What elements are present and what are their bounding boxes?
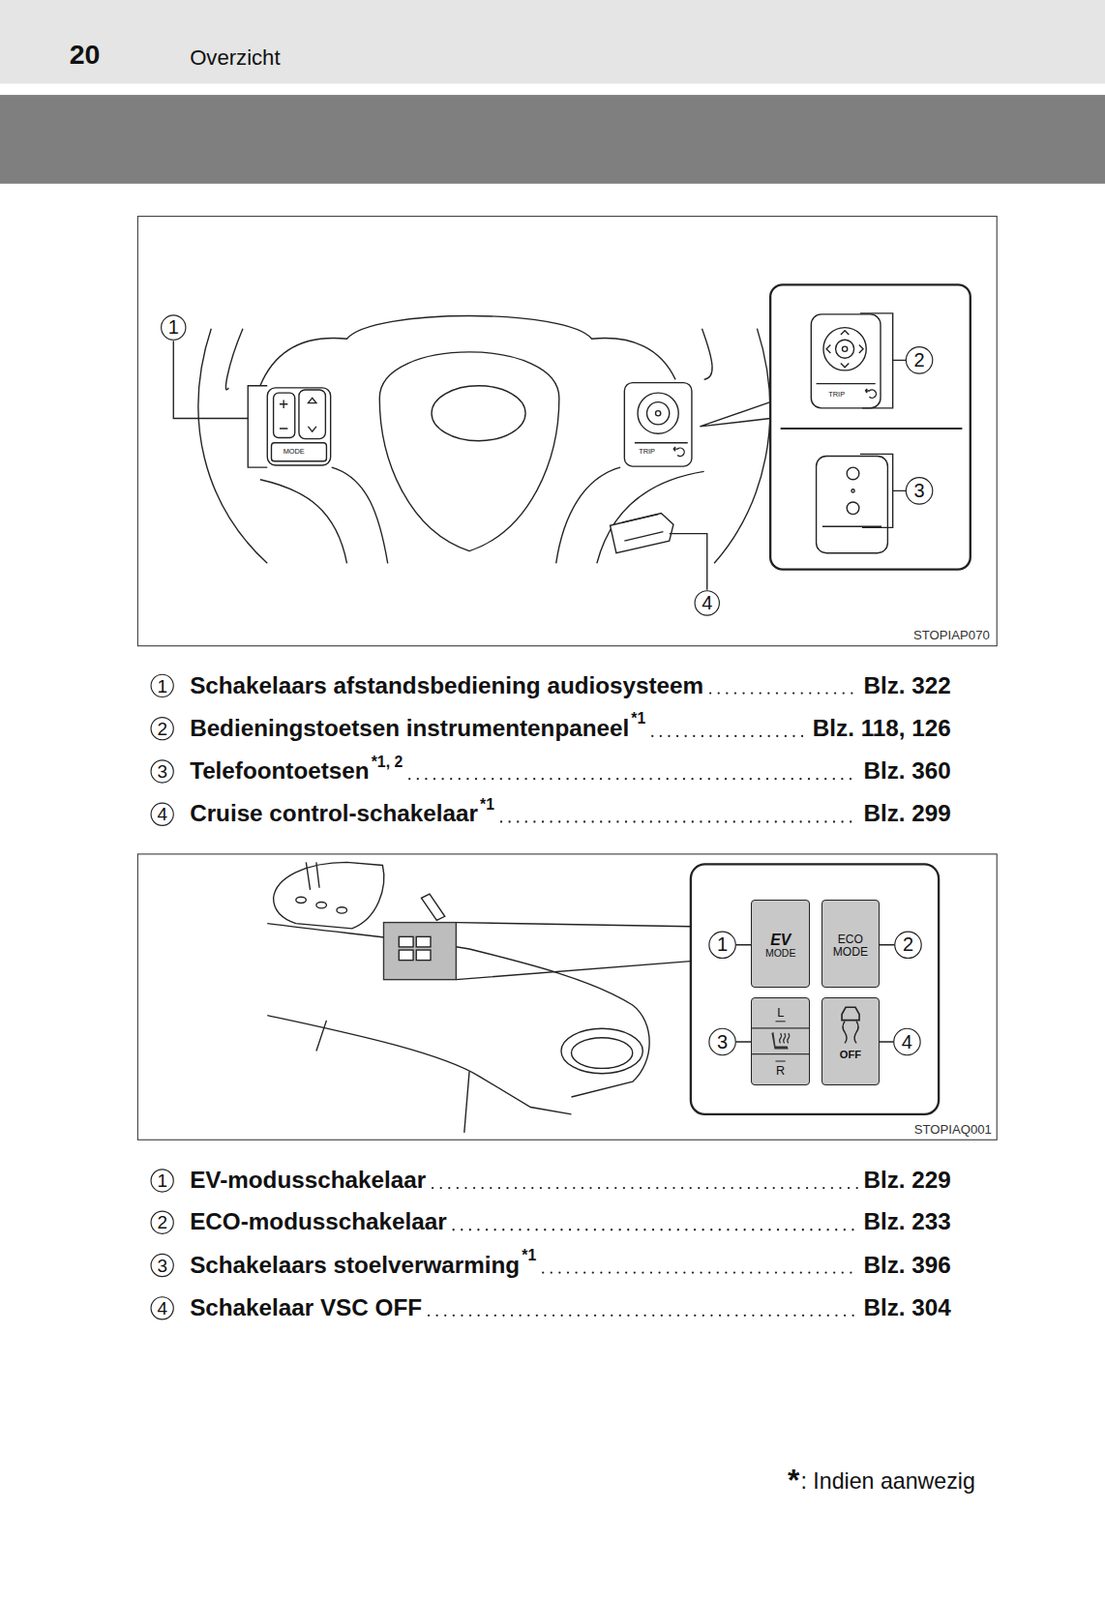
callout-circle [894,1028,921,1055]
vsc-off-icon [822,998,879,1085]
list-item-text: EV-modusschakelaar [189,1168,426,1193]
button-label: TRIP [638,447,656,455]
callout-circle [709,931,736,958]
leader-dots [542,1271,859,1274]
header-bands [0,0,1105,184]
callout-circle [694,591,719,616]
leader-dots [432,1187,859,1190]
console-figure [137,854,997,1140]
callout-number: 4 [156,805,168,824]
button-text: OFF [839,1050,862,1063]
callout-number: 3 [156,762,168,781]
page-reference: Blz. 304 [863,1296,951,1320]
page-reference: Blz. 118, 126 [812,716,952,741]
footnote-reference: *1 [521,1248,537,1264]
callout-circle [905,477,932,505]
callout-circle [150,1211,174,1234]
button: EVMODE [750,899,810,988]
callout-circle [150,1169,174,1193]
callout-circle [905,347,932,374]
list-item-text: Bedieningstoetsen instrumentenpaneel [189,716,629,741]
figure-code: STOPIAQ001 [914,1124,992,1137]
callout-circle [150,1254,174,1277]
callout-number: 3 [156,1255,168,1275]
callout-number: 3 [716,1032,728,1052]
list-item-text: Schakelaar VSC OFF [189,1296,422,1320]
page-number: 20 [69,40,101,68]
button: OFF [821,997,880,1086]
list-item-text: ECO-modusschakelaar [189,1210,448,1234]
callout-number: 3 [914,480,926,501]
list-item-text: Telefoontoetsen [189,759,369,783]
footnote-reference: *1, 2 [371,754,404,771]
figure-code: STOPIAP070 [913,628,990,642]
callout-circle [150,803,174,826]
button-text: ECO MODE [830,934,871,959]
leader-dots [428,1314,859,1317]
callout-number: 4 [901,1032,913,1052]
callout-number: 4 [156,1298,168,1317]
callout-number: 1 [156,676,168,695]
list-item-text: Schakelaars afstandsbediening audiosyste… [189,673,704,697]
callout-circle [150,1297,174,1320]
leader-dots [652,735,808,738]
button: ECO MODE [821,899,880,988]
page-reference: Blz. 322 [863,673,951,697]
list-item-text: Schakelaars stoelverwarming [189,1253,520,1277]
callout-number: 1 [716,934,728,955]
page-reference: Blz. 360 [863,759,951,783]
leader-dots [409,777,859,780]
callout-number: 2 [156,718,168,738]
button-text: L [776,1007,784,1020]
footnote-text: : Indien aanwezig [800,1471,975,1494]
footnote-reference: *1 [630,712,646,728]
list-item-text: Cruise control-schakelaar [189,802,478,826]
button-label: TRIP [828,390,845,398]
callout-circle [161,315,186,340]
callout-circle [150,674,174,697]
callout-number: 2 [156,1213,168,1232]
button: LR [750,997,810,1086]
button-text: EV [770,932,791,950]
callout-circle [150,760,174,783]
page-reference: Blz. 229 [863,1168,951,1193]
section-header: Overzicht [189,47,280,69]
button-label: MODE [283,447,305,455]
leader-dots [501,820,859,823]
leader-dots [710,691,859,694]
footnote-reference: *1 [479,797,495,813]
leader-dots [453,1228,860,1231]
callout-circle [709,1028,736,1055]
page-reference: Blz. 233 [863,1210,951,1234]
callout-number: 1 [168,317,180,337]
footnote-marker: * [787,1465,800,1497]
callout-number: 2 [902,934,914,955]
steering-wheel-figure [137,216,997,647]
page-reference: Blz. 299 [863,802,951,826]
page-reference: Blz. 396 [863,1253,951,1277]
button-text: MODE [765,948,797,959]
callout-circle [150,717,174,741]
button-text: R [776,1066,785,1079]
callout-number: 4 [701,593,713,613]
callout-number: 1 [156,1171,168,1191]
callout-number: 2 [914,350,926,370]
callout-circle [895,931,922,958]
callout-circles [150,315,933,1320]
